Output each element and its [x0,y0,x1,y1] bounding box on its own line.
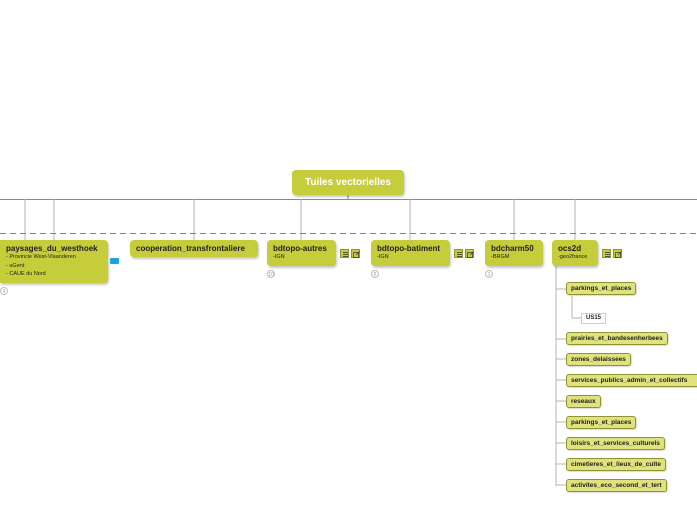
subtopic-services-publics[interactable]: services_publics_admin_et_collectifs [566,374,697,387]
topic-title: bdcharm50 [491,244,534,253]
tag-icon[interactable] [110,258,119,264]
topic-title: bdtopo-autres [273,244,327,253]
link-icon[interactable] [351,249,360,258]
collapse-count[interactable]: 2 [371,270,379,278]
topic-sub: - uGent [6,262,25,269]
subtopic-label: parkings_et_places [571,419,632,426]
subtopic-cimetieres-et-lieux-de-culte[interactable]: cimetieres_et_lieux_de_culte [566,458,666,471]
topic-sub: -BRGM [491,254,510,260]
topic-title: cooperation_transfrontaliere [136,244,245,253]
subtopic-label: prairies_et_bandesenherbees [571,335,663,342]
topic-ocs2d[interactable]: ocs2d -geo2france [552,240,598,266]
topic-paysages-du-westhoek[interactable]: paysages_du_westhoek - Provincie West-Vl… [0,240,108,283]
collapse-count[interactable]: 1 [485,270,493,278]
subtopic-label: services_publics_admin_et_collectifs [571,377,688,384]
topic-sub: -IGN [377,254,389,260]
root-topic[interactable]: Tuiles vectorielles [292,170,404,195]
topic-sub: -geo2france [558,254,588,260]
subtopic-us15[interactable]: US15 [581,313,607,324]
subtopic-reseaux[interactable]: reseaux [566,395,601,408]
subtopic-label: cimetieres_et_lieux_de_culte [571,461,661,468]
notes-icon[interactable] [602,249,611,258]
subtopic-parkings-et-places[interactable]: parkings_et_places [566,282,637,295]
topic-bdtopo-autres[interactable]: bdtopo-autres -IGN [267,240,336,266]
topic-sub: -IGN [273,254,285,260]
topic-title: paysages_du_westhoek [6,244,98,253]
collapse-count[interactable]: 4 [0,287,8,295]
subtopic-label: US15 [586,315,602,321]
subtopic-loisirs-et-services-culturels[interactable]: loisirs_et_services_culturels [566,437,665,450]
subtopic-label: zones_delaissees [571,356,626,363]
subtopic-label: parkings_et_places [571,285,632,292]
subtopic-parkings-et-places-2[interactable]: parkings_et_places [566,416,637,429]
topic-sub: - Provincie West-Vlaanderen [6,254,76,260]
count-label: 4 [2,289,6,295]
link-icon[interactable] [465,249,474,258]
topic-title: bdtopo-batiment [377,244,441,253]
notes-icon[interactable] [454,249,463,258]
topic-bdtopo-batiment[interactable]: bdtopo-batiment -IGN [371,240,450,266]
root-label: Tuiles vectorielles [305,177,391,188]
count-label: 2 [373,272,377,278]
notes-icon[interactable] [340,249,349,258]
subtopic-label: reseaux [571,398,596,405]
subtopic-label: loisirs_et_services_culturels [571,440,660,447]
topic-cooperation-transfrontaliere[interactable]: cooperation_transfrontaliere [130,240,258,257]
subtopic-activites-eco-second-et-tert[interactable]: activites_eco_second_et_tert [566,479,667,492]
topic-sub: - CAUE du Nord [6,271,46,277]
topic-bdcharm50[interactable]: bdcharm50 -BRGM [485,240,543,266]
topic-title: ocs2d [558,244,582,253]
collapse-count[interactable]: 10 [267,270,275,278]
subtopic-zones-delaissees[interactable]: zones_delaissees [566,353,631,366]
subtopic-label: activites_eco_second_et_tert [571,482,662,489]
count-label: 10 [268,272,274,278]
count-label: 1 [487,272,491,278]
link-icon[interactable] [613,249,622,258]
subtopic-prairies-et-bandesenherbees[interactable]: prairies_et_bandesenherbees [566,332,668,345]
